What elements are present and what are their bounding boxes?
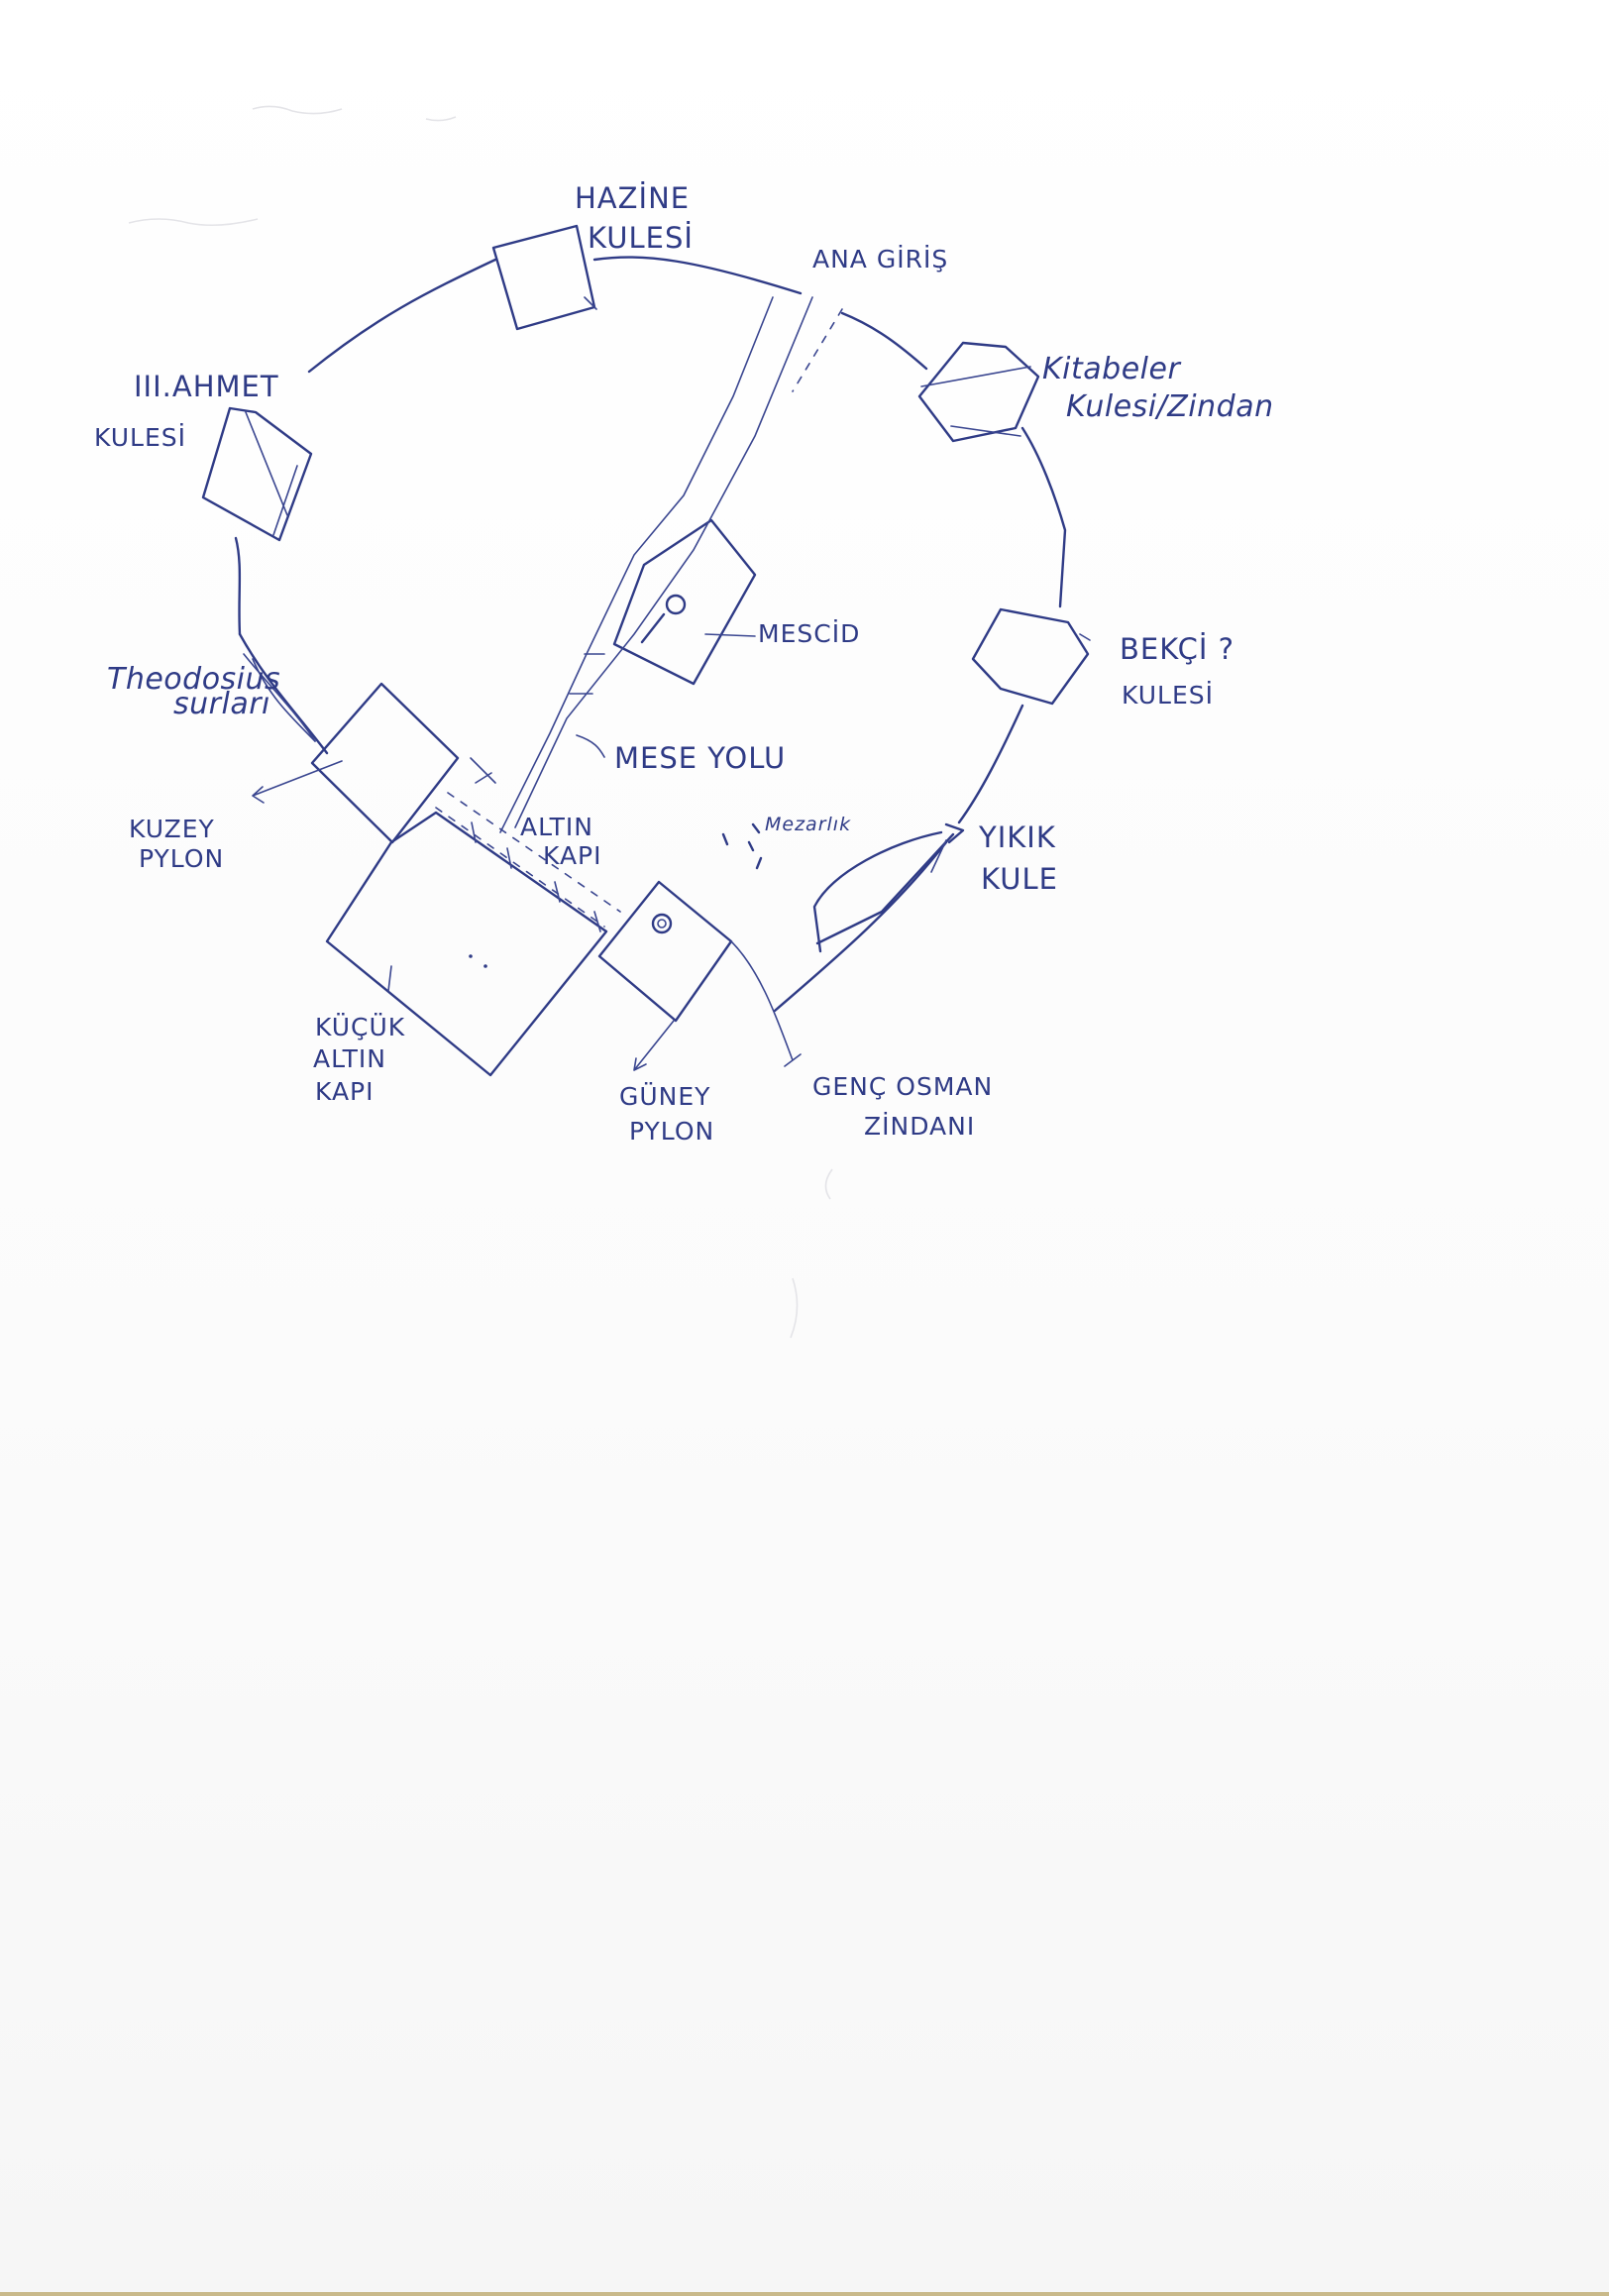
guney-pylon-block <box>597 880 733 1023</box>
hazine-tower <box>491 224 597 331</box>
label-kucuk-1: KÜÇÜK <box>315 1013 405 1041</box>
ahmet-tower <box>201 406 313 542</box>
label-mescid: MESCİD <box>758 619 860 648</box>
leader-lines <box>243 633 802 1071</box>
label-bekci-1: BEKÇİ ? <box>1120 632 1234 666</box>
label-mezarlik: Mezarlık <box>765 814 851 835</box>
kitabeler-tower <box>917 341 1040 443</box>
label-yikik-2: KULE <box>981 862 1058 896</box>
label-theodosius-2: surları <box>173 687 270 721</box>
label-mese-yolu: MESE YOLU <box>614 741 786 775</box>
altin-kapi-block <box>325 792 621 1077</box>
mescid-building <box>612 518 757 686</box>
label-kucuk-2: ALTIN <box>313 1044 386 1073</box>
label-guney-2: PYLON <box>629 1117 714 1146</box>
label-altin-1: ALTIN <box>520 813 593 841</box>
label-guney-1: GÜNEY <box>619 1082 710 1111</box>
label-kitabeler-2: Kulesi/Zindan <box>1066 389 1274 424</box>
map-labels: HAZİNE KULESİ ANA GİRİŞ Kitabeler Kulesi… <box>94 181 1274 1146</box>
label-kitabeler-1: Kitabeler <box>1042 352 1181 386</box>
label-ahmet-1: III.AHMET <box>134 370 279 403</box>
kuzey-pylon-block <box>310 682 460 844</box>
label-kucuk-3: KAPI <box>315 1077 375 1106</box>
curtain-walls <box>234 256 1067 1013</box>
paper-bottom-edge <box>0 2292 1609 2296</box>
label-kuzey-1: KUZEY <box>129 815 215 843</box>
label-bekci-2: KULESİ <box>1122 681 1214 710</box>
label-genc-osman-2: ZİNDANI <box>864 1112 975 1141</box>
mezarlik-gravestones <box>721 822 763 870</box>
label-hazine-2: KULESİ <box>588 221 694 255</box>
label-ana-giris: ANA GİRİŞ <box>812 245 948 273</box>
mese-yolu-road <box>499 296 843 833</box>
label-ahmet-2: KULESİ <box>94 423 186 452</box>
label-theodosius-1: Theodosius <box>107 662 280 697</box>
label-yikik-1: YIKIK <box>978 820 1056 854</box>
label-kuzey-2: PYLON <box>139 844 224 873</box>
bekci-tower <box>971 607 1091 706</box>
erased-pencil-marks <box>128 105 833 1339</box>
label-altin-2: KAPI <box>543 841 602 870</box>
yikik-tower <box>812 822 965 953</box>
label-genc-osman-1: GENÇ OSMAN <box>812 1072 993 1101</box>
label-hazine-1: HAZİNE <box>575 181 690 215</box>
